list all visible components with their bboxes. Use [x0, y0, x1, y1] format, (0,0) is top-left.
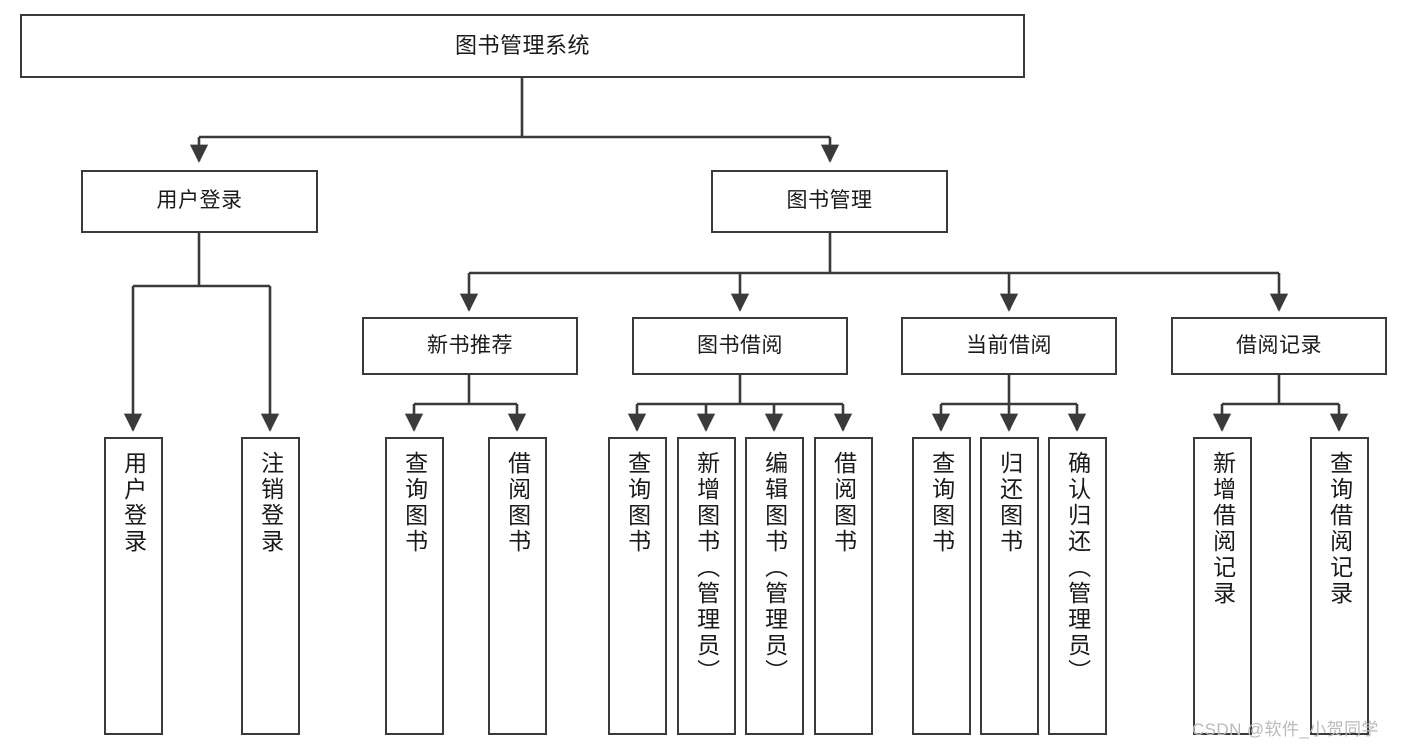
node-label: 查询图书 [624, 451, 651, 555]
node-label: 归还图书 [996, 451, 1023, 555]
node-label: 图书管理 [786, 189, 873, 213]
node-book-management[interactable]: 图书管理 [711, 170, 948, 233]
leaf-query-book-recommend[interactable]: 查询图书 [385, 437, 444, 735]
node-label: 当前借阅 [966, 333, 1052, 357]
node-current-borrow[interactable]: 当前借阅 [901, 317, 1117, 375]
node-label: 用户登录 [156, 189, 243, 213]
watermark-text: CSDN @软件_小贺同学 [1192, 720, 1379, 739]
leaf-add-book-admin[interactable]: 新增图书（管理员） [677, 437, 736, 735]
node-label: 编辑图书（管理员） [761, 451, 788, 685]
leaf-query-book-current[interactable]: 查询图书 [912, 437, 971, 735]
node-root-system[interactable]: 图书管理系统 [20, 14, 1025, 78]
node-label: 新书推荐 [427, 333, 513, 357]
node-user-login[interactable]: 用户登录 [81, 170, 318, 233]
node-label: 新增借阅记录 [1209, 451, 1236, 607]
leaf-borrow-book[interactable]: 借阅图书 [814, 437, 873, 735]
node-label: 图书借阅 [697, 333, 783, 357]
node-borrow-record[interactable]: 借阅记录 [1171, 317, 1387, 375]
node-new-book-recommend[interactable]: 新书推荐 [362, 317, 578, 375]
node-book-borrow[interactable]: 图书借阅 [632, 317, 848, 375]
leaf-query-borrow-record[interactable]: 查询借阅记录 [1310, 437, 1369, 735]
node-label: 借阅记录 [1236, 333, 1322, 357]
leaf-return-book[interactable]: 归还图书 [980, 437, 1039, 735]
leaf-user-login[interactable]: 用户登录 [104, 437, 163, 735]
node-label: 图书管理系统 [454, 33, 590, 59]
node-label: 新增图书（管理员） [693, 451, 720, 685]
leaf-logout-login[interactable]: 注销登录 [241, 437, 300, 735]
node-label: 借阅图书 [504, 451, 531, 555]
leaf-add-borrow-record[interactable]: 新增借阅记录 [1193, 437, 1252, 735]
node-label: 确认归还（管理员） [1064, 451, 1091, 685]
node-label: 注销登录 [257, 451, 284, 555]
node-label: 查询图书 [928, 451, 955, 555]
leaf-query-book-borrow[interactable]: 查询图书 [608, 437, 667, 735]
node-label: 借阅图书 [830, 451, 857, 555]
node-label: 查询借阅记录 [1326, 451, 1353, 607]
leaf-confirm-return-admin[interactable]: 确认归还（管理员） [1048, 437, 1107, 735]
leaf-edit-book-admin[interactable]: 编辑图书（管理员） [745, 437, 804, 735]
node-label: 查询图书 [401, 451, 428, 555]
leaf-borrow-book-recommend[interactable]: 借阅图书 [488, 437, 547, 735]
node-label: 用户登录 [120, 451, 147, 555]
